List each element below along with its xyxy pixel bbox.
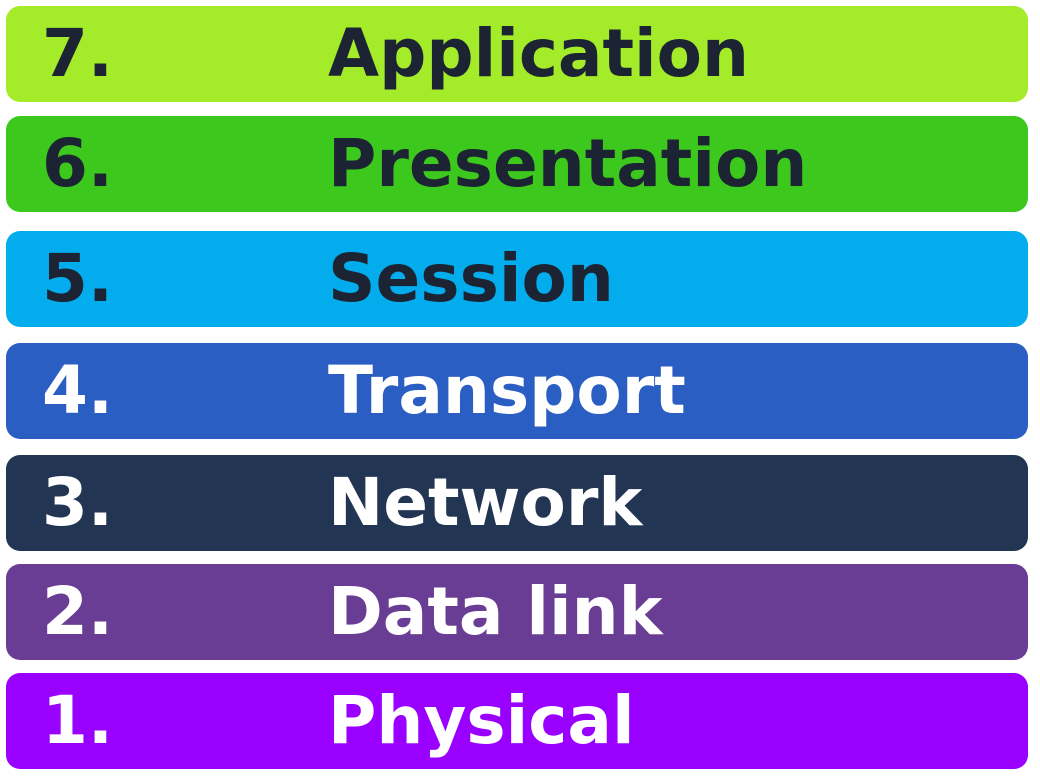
layer-name: Session bbox=[328, 240, 614, 317]
layer-number: 7. bbox=[42, 15, 113, 92]
layer-data-link: 2. Data link bbox=[6, 564, 1028, 660]
layer-name: Transport bbox=[328, 352, 686, 429]
layer-number: 3. bbox=[42, 464, 113, 541]
layer-number: 6. bbox=[42, 125, 113, 202]
layer-number: 5. bbox=[42, 240, 113, 317]
layer-network: 3. Network bbox=[6, 455, 1028, 551]
layer-session: 5. Session bbox=[6, 231, 1028, 327]
layer-number: 4. bbox=[42, 352, 113, 429]
layer-application: 7. Application bbox=[6, 6, 1028, 102]
layer-name: Network bbox=[328, 464, 643, 541]
layer-name: Presentation bbox=[328, 125, 808, 202]
layer-name: Data link bbox=[328, 573, 663, 650]
layer-presentation: 6. Presentation bbox=[6, 116, 1028, 212]
layer-number: 1. bbox=[42, 682, 113, 759]
layer-number: 2. bbox=[42, 573, 113, 650]
layer-name: Physical bbox=[328, 682, 635, 759]
layer-transport: 4. Transport bbox=[6, 343, 1028, 439]
layer-name: Application bbox=[328, 15, 749, 92]
layer-physical: 1. Physical bbox=[6, 673, 1028, 769]
